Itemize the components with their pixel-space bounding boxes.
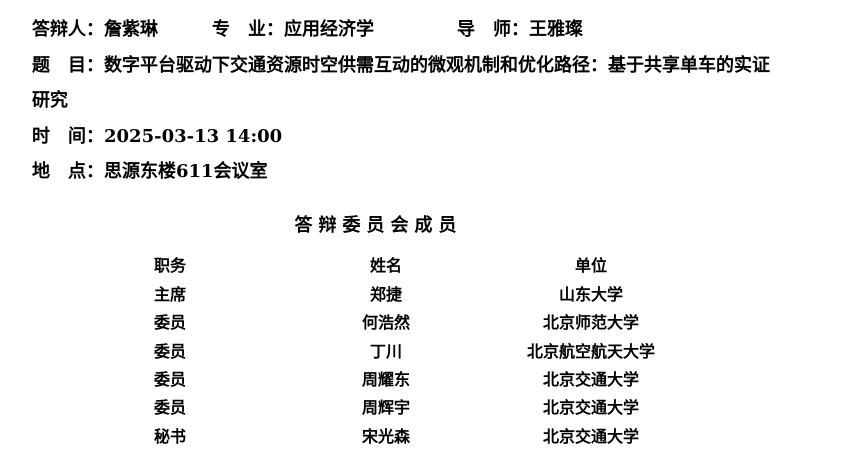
topic-text-line1: 数字平台驱动下交通资源时空供需互动的微观机制和优化路径：基于共享单车的实证 xyxy=(104,55,770,76)
major-label: 专 业： xyxy=(212,19,284,40)
table-row: 秘书 宋光森 北京交通大学 xyxy=(0,426,859,448)
defender-name: 詹紫琳 xyxy=(104,19,158,40)
table-row: 委员 何浩然 北京师范大学 xyxy=(0,312,859,334)
defender-line: 答辩人：詹紫琳 xyxy=(32,19,158,41)
place-value: 思源东楼611会议室 xyxy=(104,161,268,182)
committee-title: 答辩委员会成员 xyxy=(294,215,463,236)
member-affiliation: 北京师范大学 xyxy=(542,313,639,332)
column-header-name: 姓名 xyxy=(369,256,402,275)
member-affiliation: 北京交通大学 xyxy=(542,427,639,446)
member-affiliation: 北京航空航天大学 xyxy=(526,342,655,361)
advisor-line: 导 师：王雅璨 xyxy=(457,19,583,41)
place-line: 地 点：思源东楼611会议室 xyxy=(32,161,268,183)
table-row: 主席 郑捷 山东大学 xyxy=(0,284,859,306)
table-row: 委员 周辉宇 北京交通大学 xyxy=(0,397,859,419)
member-affiliation: 山东大学 xyxy=(558,285,623,304)
column-header-affiliation: 单位 xyxy=(574,256,607,275)
member-role: 委员 xyxy=(153,370,186,389)
time-label: 时 间： xyxy=(32,126,104,147)
defender-label: 答辩人： xyxy=(32,19,104,40)
time-value: 2025-03-13 14:00 xyxy=(104,126,283,147)
member-affiliation: 北京交通大学 xyxy=(542,370,639,389)
member-name: 周辉宇 xyxy=(361,398,410,417)
member-name: 丁川 xyxy=(369,342,402,361)
place-label: 地 点： xyxy=(32,161,104,182)
member-role: 秘书 xyxy=(153,427,186,446)
member-role: 委员 xyxy=(153,398,186,417)
member-affiliation: 北京交通大学 xyxy=(542,398,639,417)
table-row: 委员 周耀东 北京交通大学 xyxy=(0,369,859,391)
column-header-role: 职务 xyxy=(153,256,186,275)
topic-label: 题 目： xyxy=(32,55,104,76)
topic-text-line2: 研究 xyxy=(32,90,68,111)
member-role: 主席 xyxy=(153,285,186,304)
member-role: 委员 xyxy=(153,313,186,332)
member-role: 委员 xyxy=(153,342,186,361)
advisor-name: 王雅璨 xyxy=(529,19,583,40)
member-name: 何浩然 xyxy=(361,313,410,332)
topic-line: 题 目：数字平台驱动下交通资源时空供需互动的微观机制和优化路径：基于共享单车的实… xyxy=(32,55,770,77)
member-name: 郑捷 xyxy=(369,285,402,304)
advisor-label: 导 师： xyxy=(457,19,529,40)
table-row: 委员 丁川 北京航空航天大学 xyxy=(0,341,859,363)
committee-table-header: 职务 姓名 单位 xyxy=(0,255,859,277)
time-line: 时 间：2025-03-13 14:00 xyxy=(32,126,282,148)
major-value: 应用经济学 xyxy=(284,19,374,40)
member-name: 宋光森 xyxy=(361,427,410,446)
member-name: 周耀东 xyxy=(361,370,410,389)
major-line: 专 业：应用经济学 xyxy=(212,19,374,41)
topic-continuation: 研究 xyxy=(32,90,68,112)
